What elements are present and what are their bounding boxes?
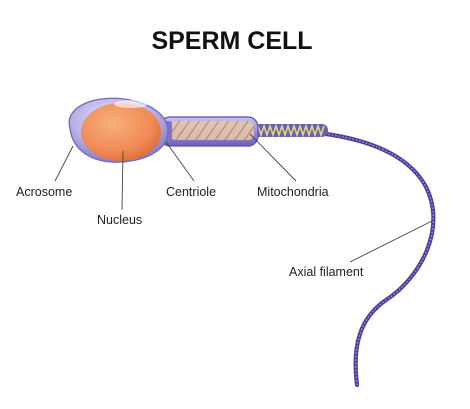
label-nucleus: Nucleus	[97, 213, 142, 227]
leader-centriole	[165, 141, 195, 182]
head-highlight	[114, 100, 148, 108]
tail-outline	[252, 128, 436, 388]
leader-acrosome	[54, 145, 74, 182]
diagram-title: SPERM CELL	[151, 27, 312, 55]
nucleus	[81, 103, 161, 161]
mitochondria-sheath	[170, 121, 254, 140]
leader-axial-filament	[349, 220, 433, 263]
tail-filament	[254, 129, 435, 386]
label-axial-filament: Axial filament	[289, 265, 364, 279]
label-acrosome: Acrosome	[16, 185, 72, 199]
label-centriole: Centriole	[166, 185, 216, 199]
label-mitochondria: Mitochondria	[257, 185, 329, 199]
tail-coil	[251, 123, 325, 138]
leader-nucleus	[121, 150, 124, 211]
leader-mitochondria	[249, 133, 297, 182]
